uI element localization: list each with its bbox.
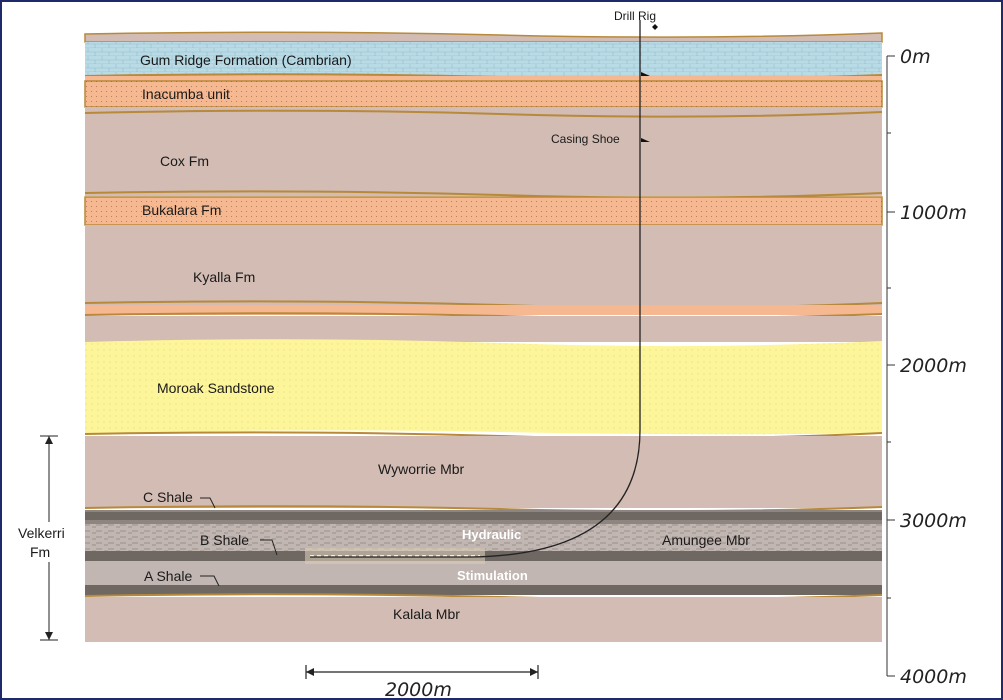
label-velkerri-2: Fm [30,544,50,560]
label-moroak: Moroak Sandstone [157,380,275,396]
layer-wyworrie [85,436,882,508]
label-b-shale: B Shale [200,532,249,548]
depth-tick-2: 2000m [900,355,967,377]
drill-rig-label: Drill Rig [614,9,656,23]
label-casing-shoe: Casing Shoe [551,132,620,146]
label-amungee: Amungee Mbr [662,532,750,548]
depth-tick-4: 4000m [900,666,967,688]
label-stimulation-1: Hydraulic [462,527,521,542]
label-inacumba: Inacumba unit [142,86,230,102]
label-velkerri-1: Velkerri [18,525,65,541]
label-cox: Cox Fm [160,153,209,169]
depth-axis [886,55,895,677]
label-wyworrie: Wyworrie Mbr [378,461,465,477]
layer-top-band [84,31,883,43]
layer-kalala [85,597,882,642]
layer-kyalla [85,225,882,305]
scale-bar [305,665,539,679]
casing-shoe-marker [641,138,650,142]
depth-tick-3: 3000m [900,510,967,532]
label-kyalla: Kyalla Fm [193,269,255,285]
well-bore [310,20,650,558]
depth-tick-0: 0m [900,46,931,68]
label-bukalara: Bukalara Fm [142,202,221,218]
depth-tick-1: 1000m [900,202,967,224]
velkerri-bracket [15,435,63,641]
label-a-shale: A Shale [144,568,192,584]
label-c-shale: C Shale [143,489,193,505]
layer-cox [85,107,882,196]
label-kalala: Kalala Mbr [393,606,460,622]
scale-bar-label: 2000m [385,679,452,700]
label-stimulation-2: Stimulation [457,568,528,583]
layer-stack [84,31,883,642]
layer-a-shale [85,585,882,595]
label-gum-ridge: Gum Ridge Formation (Cambrian) [140,52,352,68]
fracture-zone [305,548,485,564]
